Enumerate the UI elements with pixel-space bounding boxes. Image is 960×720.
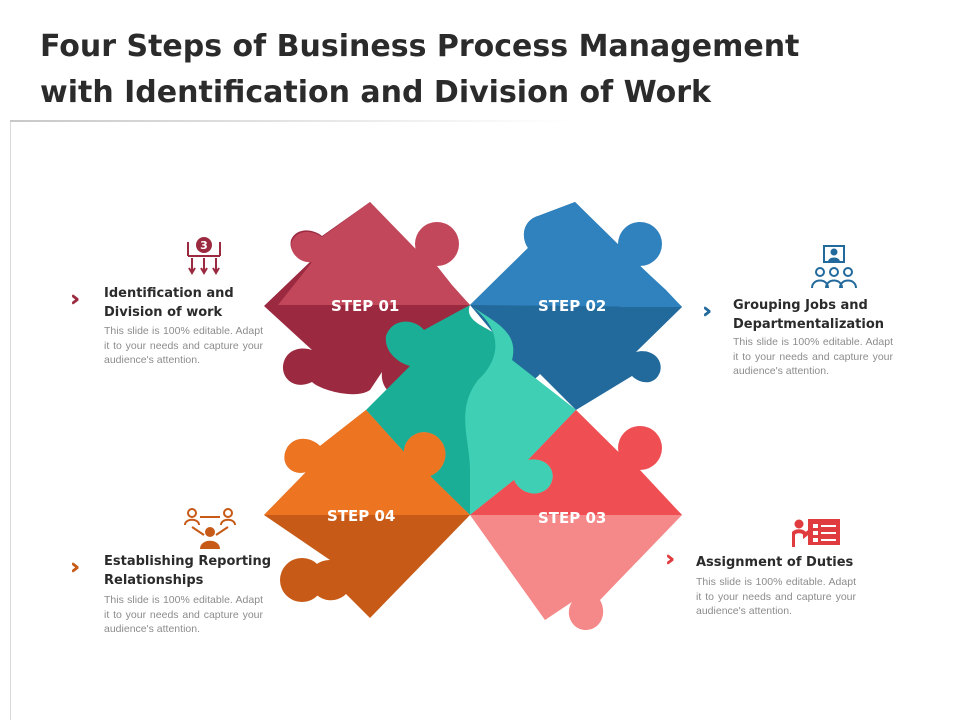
step2-label: STEP 02	[538, 297, 607, 315]
reporting-network-icon	[184, 508, 236, 549]
step3-title: Assignment of Duties	[696, 553, 876, 572]
icon-badge-number: 3	[200, 239, 208, 252]
step4-title-line2: Relationships	[104, 573, 204, 588]
puzzle-piece-step2	[470, 202, 682, 410]
chevron-right-icon: ››	[70, 555, 81, 580]
step1-title-line1: Identification and	[104, 286, 234, 301]
step4-title: Establishing Reporting Relationships	[104, 552, 274, 590]
step1-title-line2: Division of work	[104, 305, 223, 320]
step1-label: STEP 01	[331, 297, 400, 315]
puzzle-piece-center	[366, 305, 576, 515]
chevron-right-icon: ››	[665, 547, 676, 572]
title-divider	[10, 120, 570, 122]
chevron-right-icon: ››	[70, 287, 81, 312]
step4-description: This slide is 100% editable. Adapt it to…	[104, 594, 263, 635]
slide-title: Four Steps of Business Process Managemen…	[40, 29, 800, 110]
step3-title-line1: Assignment of Duties	[696, 555, 854, 570]
step1-description: This slide is 100% editable. Adapt it to…	[104, 325, 263, 366]
step4-title-line1: Establishing Reporting	[104, 554, 272, 569]
step3-description: This slide is 100% editable. Adapt it to…	[696, 576, 856, 617]
division-of-work-icon: 3	[187, 237, 221, 275]
step2-title-line2: Departmentalization	[733, 317, 885, 332]
team-group-icon	[811, 245, 857, 289]
chevron-right-icon: ››	[702, 299, 713, 324]
step3-label: STEP 03	[538, 509, 607, 527]
presentation-board-icon	[792, 519, 840, 547]
puzzle-piece-step4	[264, 410, 470, 618]
left-divider	[10, 120, 11, 720]
step2-title: Grouping Jobs and Departmentalization	[733, 296, 903, 334]
puzzle-piece-step3	[470, 410, 682, 630]
step1-title: Identification and Division of work	[104, 284, 274, 322]
step2-description: This slide is 100% editable. Adapt it to…	[733, 336, 893, 377]
step4-label: STEP 04	[327, 507, 396, 525]
step2-title-line1: Grouping Jobs and	[733, 298, 868, 313]
